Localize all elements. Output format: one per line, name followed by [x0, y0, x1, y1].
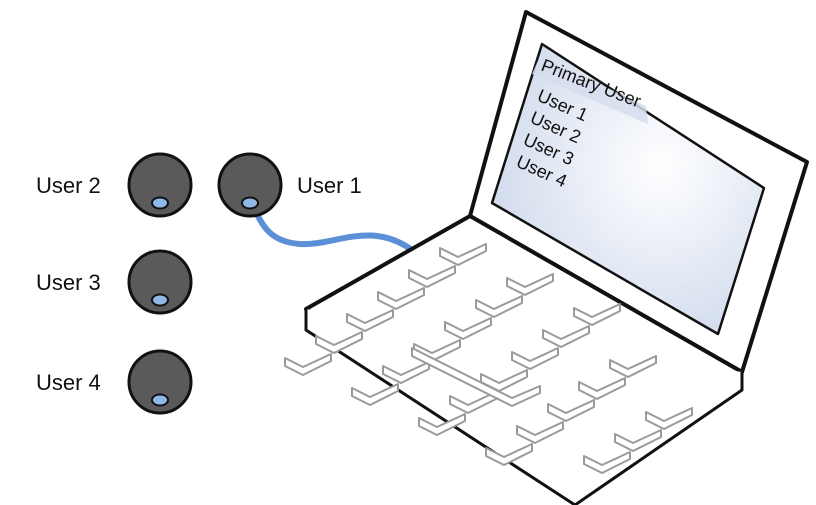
- keyboard-key: [511, 347, 559, 370]
- device-label-user-4: User 4: [36, 370, 101, 395]
- keyboard-key: [475, 295, 523, 318]
- keyboard-key: [382, 361, 430, 384]
- keyboard-key: [583, 451, 631, 474]
- device-body: [127, 152, 193, 218]
- keyboard-key: [377, 287, 425, 310]
- keyboard-key: [506, 273, 554, 296]
- keyboard-key: [573, 303, 621, 326]
- led-indicator-icon: [151, 293, 169, 307]
- keyboard-key: [547, 399, 595, 422]
- keyboard-key: [315, 331, 363, 354]
- keyboard-key: [609, 355, 657, 378]
- keyboard-key: [444, 317, 492, 340]
- device-label-user-2: User 2: [36, 173, 101, 198]
- keyboard-key: [578, 377, 626, 400]
- device-body: [217, 152, 283, 218]
- keyboard-spacebar: [411, 347, 541, 407]
- keyboard-key: [346, 309, 394, 332]
- keyboard-key: [614, 429, 662, 452]
- keyboard-key: [645, 407, 693, 430]
- keyboard-key: [351, 383, 399, 406]
- device-user-3: User 3: [36, 249, 193, 315]
- keyboard: [284, 243, 693, 474]
- device-label-user-3: User 3: [36, 270, 101, 295]
- keyboard-key: [439, 243, 487, 266]
- keyboard-key: [408, 265, 456, 288]
- usb-cable: [249, 200, 415, 253]
- laptop: Primary User User 1 User 2 User 3 User 4: [284, 10, 809, 505]
- laptop-screen: [490, 42, 766, 336]
- led-indicator-icon: [151, 196, 169, 210]
- led-indicator-icon: [151, 393, 169, 407]
- keyboard-key: [516, 421, 564, 444]
- keyboard-key: [284, 353, 332, 376]
- keyboard-key: [542, 325, 590, 348]
- screen-header-highlight: [532, 56, 648, 124]
- keyboard-key: [418, 413, 466, 436]
- led-indicator-icon: [241, 196, 259, 210]
- keyboard-key: [485, 443, 533, 466]
- device-user-1: User 1: [217, 152, 362, 218]
- device-user-2: User 2: [36, 152, 193, 218]
- device-body: [127, 249, 193, 315]
- device-label-user-1: User 1: [297, 173, 362, 198]
- device-body: [127, 349, 193, 415]
- device-user-4: User 4: [36, 349, 193, 415]
